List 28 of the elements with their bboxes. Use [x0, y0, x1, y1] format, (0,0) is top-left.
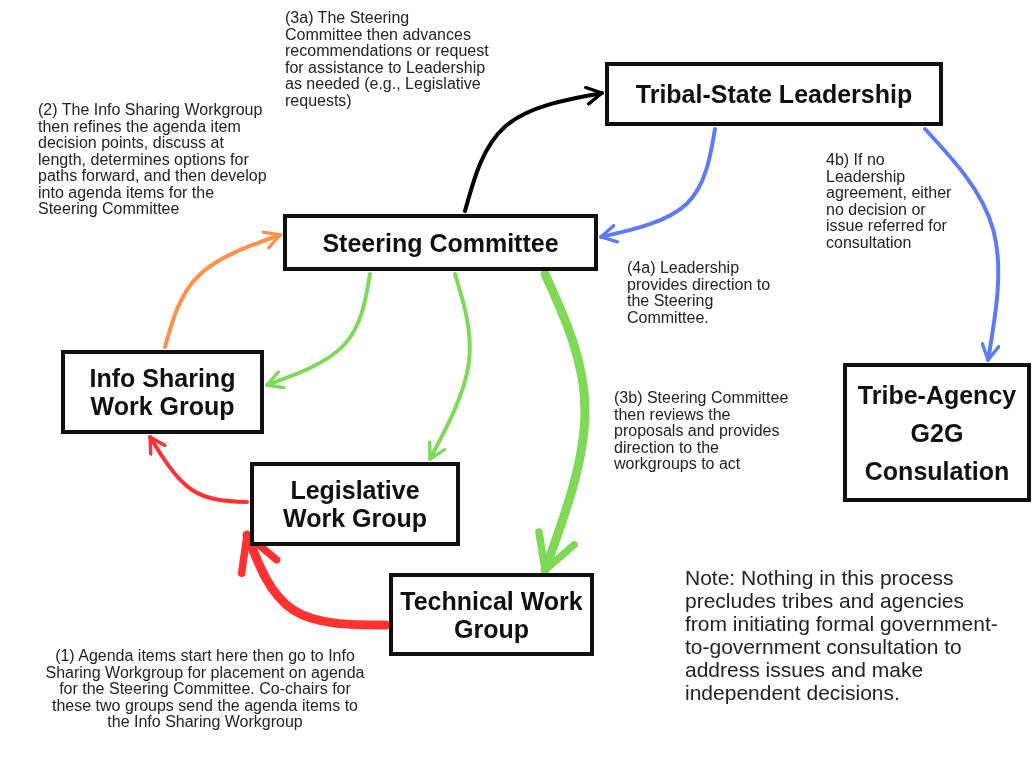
box-title: Steering Committee [322, 228, 559, 257]
process-box [61, 350, 264, 434]
box-title: Tribal-State Leadership [635, 80, 913, 108]
annotation-text: 4b) If no Leadership agreement, either no decision or issue referred for consultation [826, 152, 953, 251]
process-box [843, 363, 1031, 502]
annotation-text: (3a) The Steering Committee then advances recommendations or request for assistance to Leadership as needed (e.g., Legislative requests) [285, 10, 490, 109]
curved-arrow [148, 435, 249, 504]
curved-arrow [535, 269, 590, 575]
curved-arrow [599, 127, 717, 244]
curved-arrow [923, 127, 1001, 362]
box-title: Legislative Work Group [282, 476, 428, 532]
box-title: Technical Work Group [399, 586, 584, 643]
curved-arrow [463, 85, 604, 213]
annotation-text: Note: Nothing in this process precludes tribes and agencies from initiating formal government-to-government consultation to address issues and make independent decisions. [685, 566, 999, 704]
annotation-text: (2) The Info Sharing Workgroup then refines the agenda item decision points, discuss at length, determines options for paths forward, and then develop into agenda items for the Steering Committee [38, 102, 268, 218]
curved-arrow [163, 230, 282, 349]
box-title: Tribe-Agency G2G Consulation [856, 379, 1018, 487]
process-box [250, 462, 460, 546]
annotation-text: (3b) Steering Committee then reviews the proposals and provides direction to the workgroups to act [614, 390, 790, 473]
box-title: Info Sharing Work Group [88, 364, 237, 420]
curved-arrow [265, 272, 372, 390]
process-box [283, 214, 598, 271]
curved-arrow [428, 272, 472, 461]
process-box [389, 573, 594, 656]
process-box [605, 62, 943, 126]
annotation-text: (4a) Leadership provides direction to the Steering Committee. [627, 260, 772, 326]
curved-arrow [237, 530, 391, 630]
annotation-text: (1) Agenda items start here then go to Info Sharing Workgroup for placement on agenda for the Steering Committee. Co-chairs for these two groups send the agenda items to the Info Sharing Workgroup [44, 648, 366, 731]
